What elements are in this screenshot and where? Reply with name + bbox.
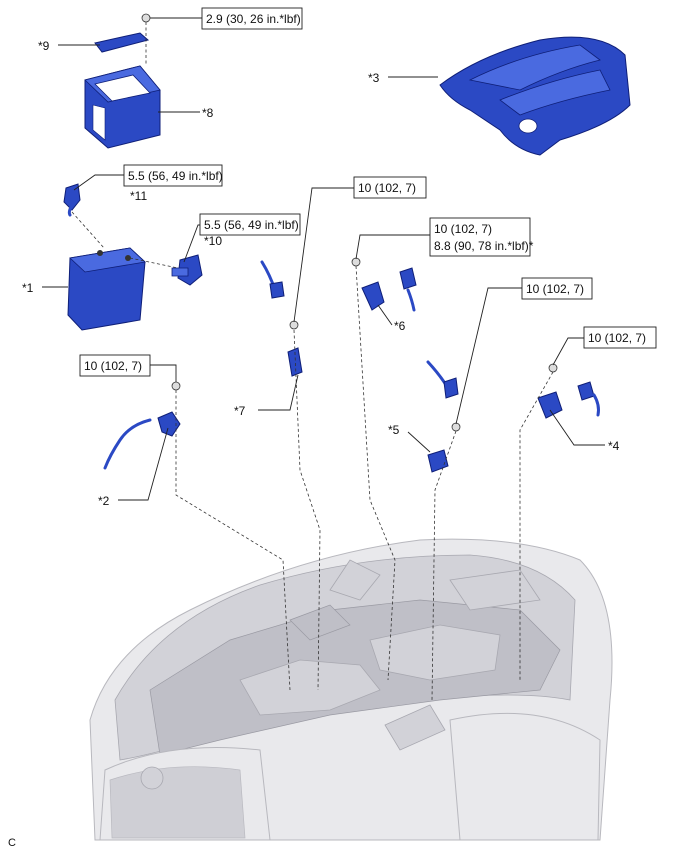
label-part-11: *11: [130, 189, 147, 203]
label-part-1: *1: [22, 281, 34, 295]
label-part-10: *10: [204, 234, 222, 248]
leader-lines: [42, 17, 605, 501]
torque-text: 10 (102, 7): [526, 282, 584, 296]
engine-bay-illustration: [89, 538, 613, 841]
sensor-part-5: [426, 360, 461, 473]
torque-text: 10 (102, 7): [588, 331, 646, 345]
torque-callout-10-sensor-7: 10 (102, 7): [353, 176, 427, 199]
battery-hold-down-frame-part: [84, 65, 161, 149]
nut-top: [141, 13, 151, 23]
torque-text: 10 (102, 7): [358, 181, 416, 195]
torque-text: 5.5 (56, 49 in.*lbf): [128, 169, 223, 183]
torque-text: 10 (102, 7): [84, 359, 142, 373]
battery-hold-down-bracket-part: [94, 32, 150, 53]
installation-guide-lines: [71, 22, 554, 701]
sensor-part-4: [537, 363, 600, 419]
positive-terminal-part: [171, 254, 203, 286]
label-part-8: *8: [202, 106, 214, 120]
label-part-5: *5: [388, 423, 400, 437]
torque-callout-10-sensor-5: 10 (102, 7): [521, 277, 593, 300]
label-part-2: *2: [98, 494, 110, 508]
battery-part: [67, 247, 146, 331]
torque-callout-10-sensor-2: 10 (102, 7): [79, 354, 151, 377]
part-labels: *9 *8 *3 *11 *10 *1 *6 *7 *5 *4 *2: [22, 39, 620, 508]
torque-text-line-1: 10 (102, 7): [434, 222, 492, 236]
sensor-part-6: [351, 257, 417, 312]
torque-callout-2-9: 2.9 (30, 26 in.*lbf): [201, 7, 303, 30]
torque-callout-10-sensor-4: 10 (102, 7): [583, 326, 657, 349]
torque-callout-5-5-terminal-neg: 5.5 (56, 49 in.*lbf): [123, 164, 223, 187]
label-part-6: *6: [394, 319, 406, 333]
sensor-part-7: [260, 260, 303, 377]
engine-cover-part: [439, 36, 631, 156]
torque-text: 2.9 (30, 26 in.*lbf): [206, 12, 301, 26]
torque-callout-10-8-8-sensor-6: 10 (102, 7) 8.8 (90, 78 in.*lbf)*: [429, 217, 534, 257]
negative-terminal-part: [63, 183, 81, 217]
label-part-3: *3: [368, 71, 380, 85]
label-part-7: *7: [234, 404, 246, 418]
label-part-4: *4: [608, 439, 620, 453]
sensor-part-2: [103, 381, 181, 470]
illustration-code: C: [8, 837, 16, 849]
label-part-9: *9: [38, 39, 50, 53]
torque-callout-5-5-terminal-pos: 5.5 (56, 49 in.*lbf): [199, 213, 301, 236]
torque-text-line-2: 8.8 (90, 78 in.*lbf)*: [434, 239, 534, 253]
torque-text: 5.5 (56, 49 in.*lbf): [204, 218, 299, 232]
